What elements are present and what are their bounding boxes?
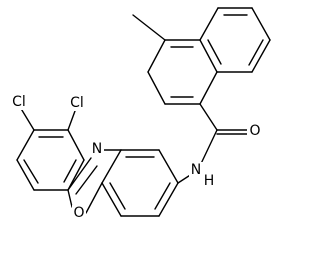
nitrogen-atom-oxazole: N — [92, 141, 102, 157]
bond — [16, 159, 35, 191]
label-background — [189, 162, 203, 178]
bond — [67, 110, 76, 131]
bond — [251, 7, 271, 41]
bond — [207, 39, 222, 65]
bond — [63, 159, 77, 183]
bond — [199, 7, 219, 41]
label-background — [203, 174, 215, 188]
bond — [132, 14, 166, 41]
bond — [147, 39, 166, 73]
bond — [199, 103, 218, 131]
bond — [67, 189, 73, 208]
bond — [154, 182, 171, 210]
label-background — [66, 95, 88, 111]
nitrogen-atom-amide: N — [191, 162, 201, 178]
bond — [109, 182, 126, 210]
bond — [67, 159, 85, 191]
bond — [67, 157, 92, 191]
bond — [147, 71, 166, 105]
label-background — [247, 123, 263, 139]
bond — [199, 71, 218, 105]
atom-label-layer: Cl Cl N O N H O — [8, 94, 263, 221]
label-background — [90, 141, 104, 157]
label-background — [72, 205, 86, 221]
oxygen-atom-oxazole: O — [73, 205, 84, 221]
hydrogen-atom-amide: H — [204, 173, 215, 189]
bond — [251, 39, 271, 73]
bond — [23, 159, 39, 184]
bond — [101, 182, 122, 217]
bond — [75, 165, 98, 195]
bond — [199, 39, 218, 73]
bond — [16, 129, 35, 161]
chlorine-atom-top: Cl — [12, 94, 26, 110]
chlorine-atom-right: Cl — [70, 95, 84, 111]
bond — [101, 149, 122, 184]
oxygen-atom-carbonyl: O — [249, 123, 260, 139]
bond — [158, 149, 179, 184]
bond — [67, 129, 85, 161]
bond — [85, 182, 103, 214]
bond — [248, 39, 264, 66]
bond-layer — [16, 7, 271, 217]
bond — [158, 182, 179, 217]
label-background — [8, 94, 30, 110]
